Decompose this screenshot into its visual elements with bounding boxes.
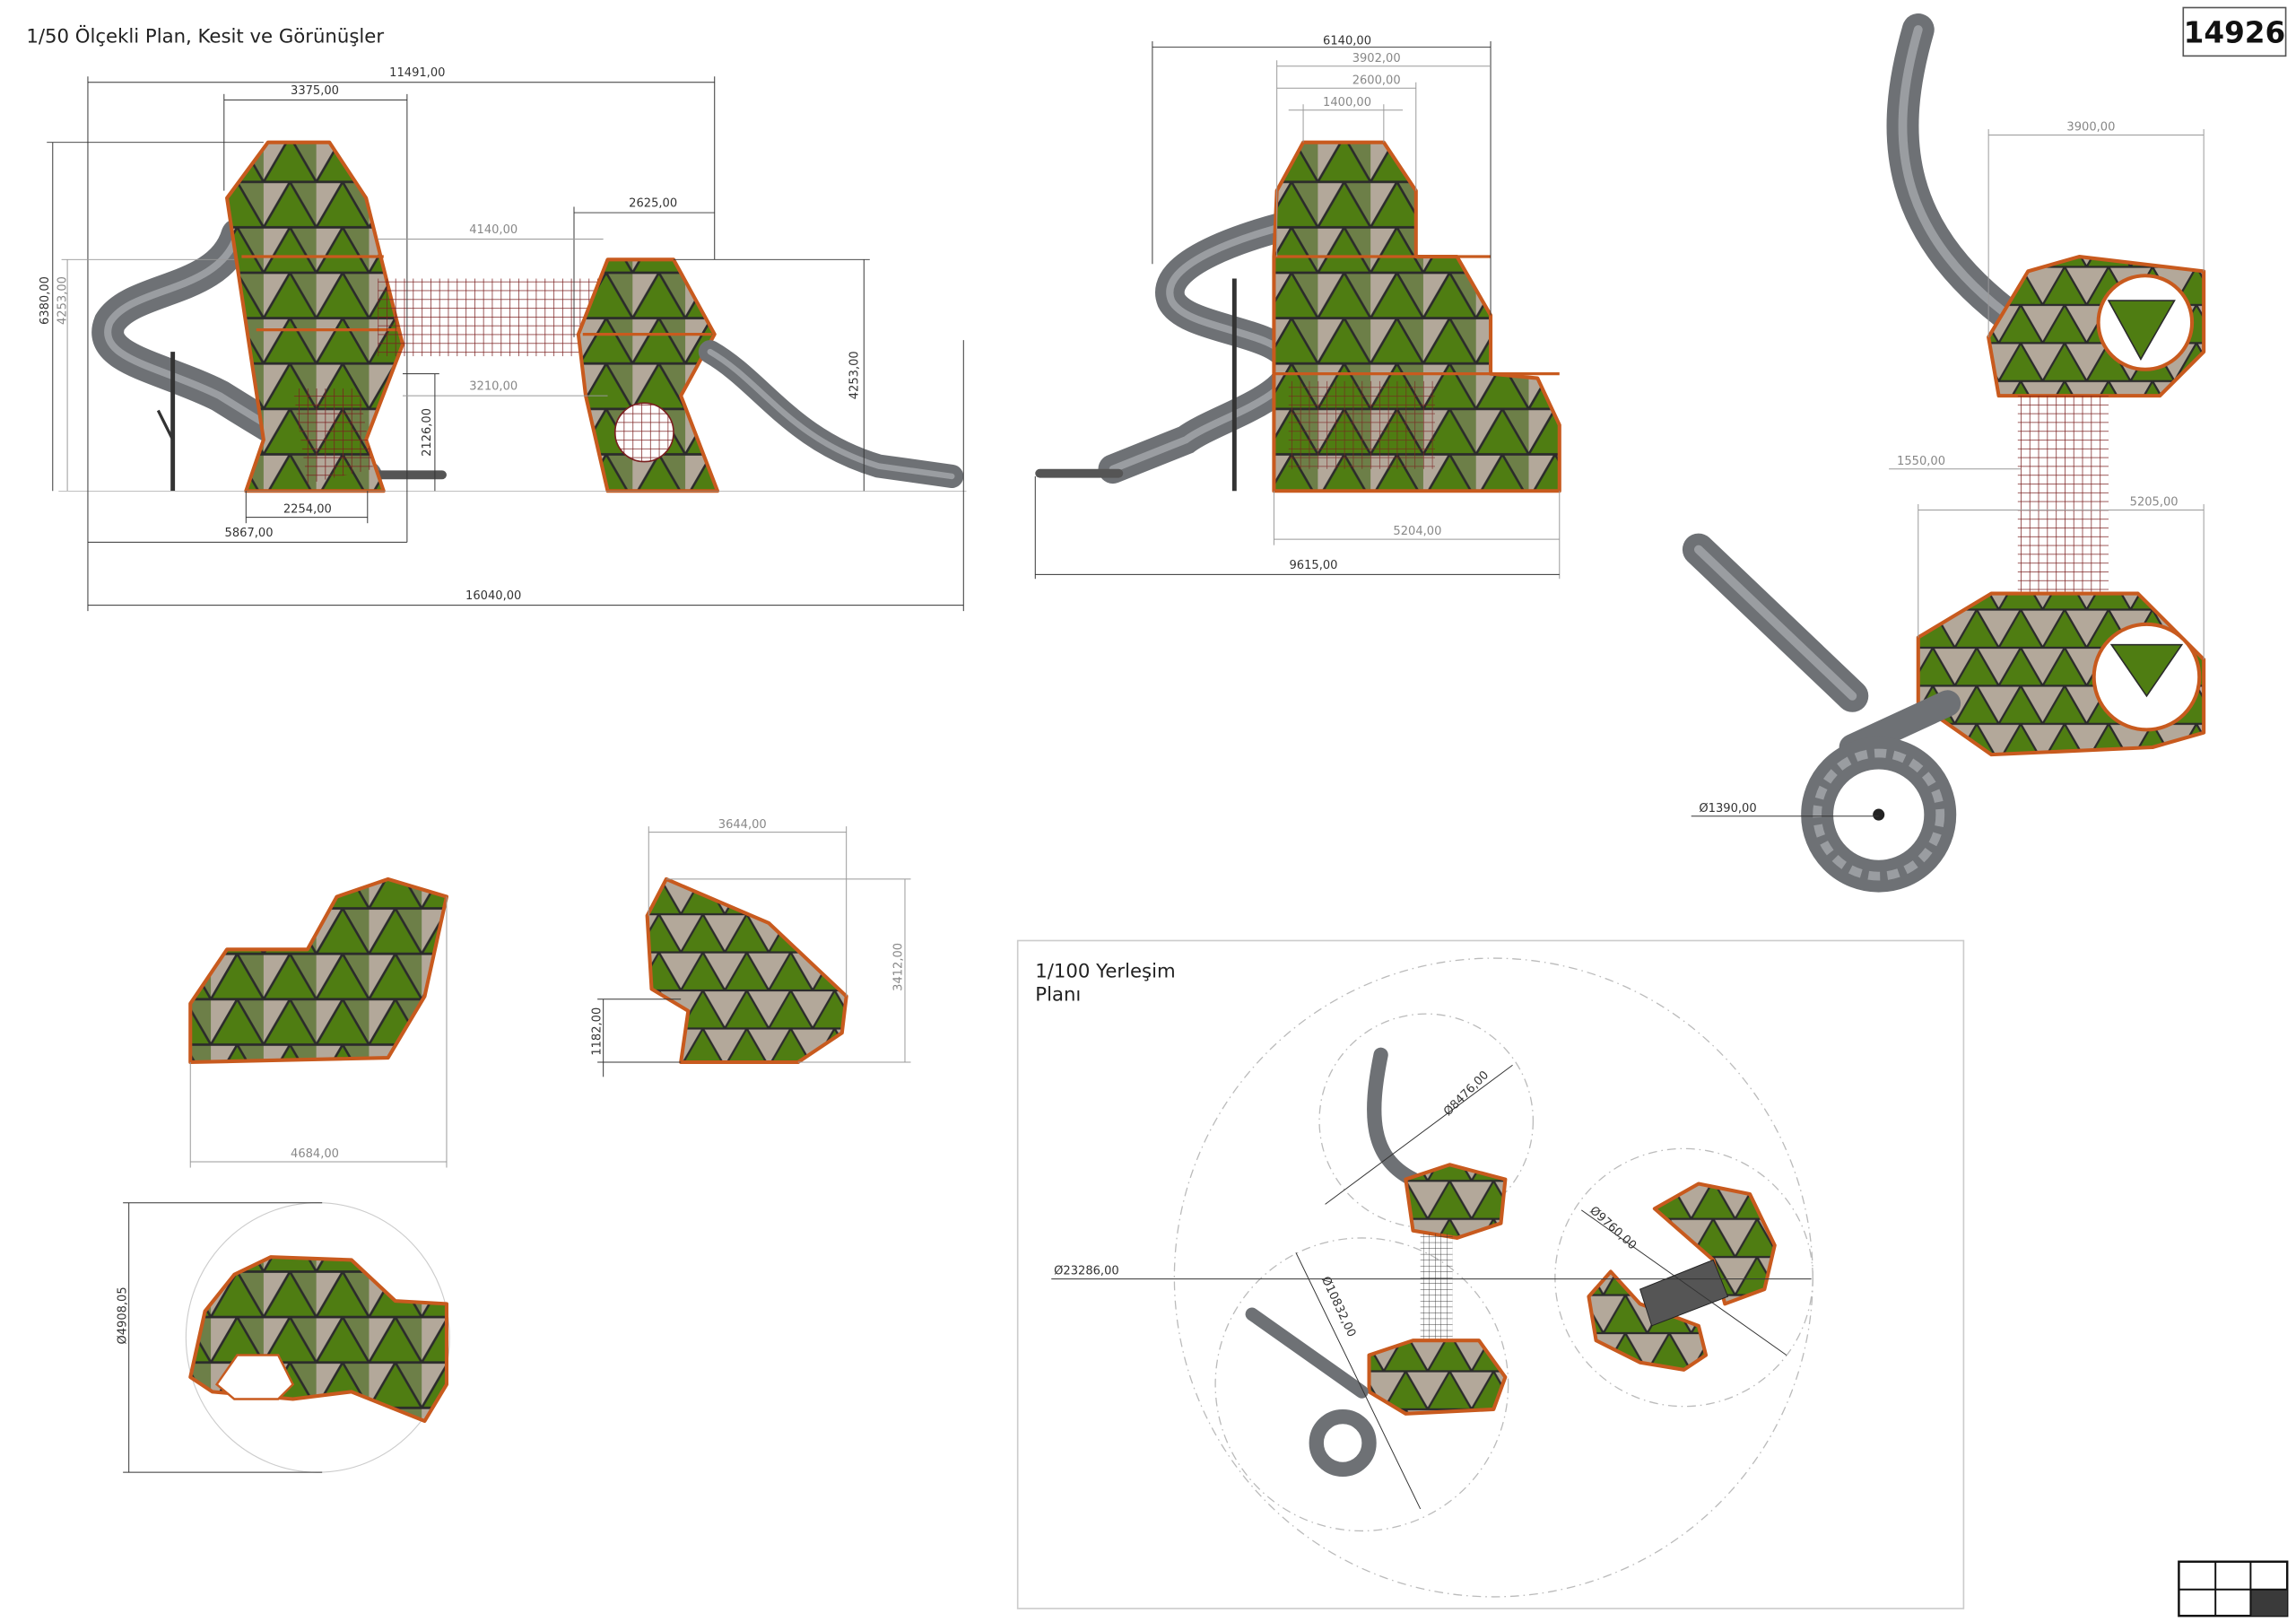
- sheet-title: 1/50 Ölçekli Plan, Kesit ve Görünüşler: [26, 25, 384, 48]
- dimension-23286: Ø23286,00: [1051, 1265, 1812, 1280]
- side-view: 3644,00 3412,00 1182,00: [590, 818, 911, 1077]
- svg-text:1550,00: 1550,00: [1897, 455, 1945, 468]
- site-plan-title-line2: Planı: [1035, 983, 1081, 1006]
- svg-text:3644,00: 3644,00: [718, 818, 767, 832]
- climbing-net: [292, 388, 374, 484]
- svg-text:Ø4908,05: Ø4908,05: [116, 1286, 129, 1344]
- dimension-3210: 3210,00: [402, 380, 608, 397]
- net-bridge: [378, 278, 604, 357]
- svg-text:1400,00: 1400,00: [1323, 96, 1371, 109]
- dimension-4908: Ø4908,05: [116, 1202, 323, 1473]
- svg-text:Ø10832,00: Ø10832,00: [1318, 1275, 1358, 1339]
- spider-net: [614, 403, 674, 462]
- svg-text:1182,00: 1182,00: [590, 1007, 604, 1056]
- mini-pod-c2: [1587, 1269, 1709, 1372]
- svg-text:5867,00: 5867,00: [225, 527, 274, 540]
- drawing-number-box: 14926: [2182, 6, 2287, 57]
- dimension-2126: 2126,00: [402, 373, 439, 492]
- curved-slide: [1886, 13, 2045, 346]
- dimension-4140: 4140,00: [378, 223, 604, 240]
- svg-text:Ø8476,00: Ø8476,00: [1441, 1068, 1492, 1119]
- svg-text:Ø1390,00: Ø1390,00: [1699, 802, 1756, 815]
- dimension-5867: 5867,00: [87, 527, 407, 543]
- svg-text:2126,00: 2126,00: [421, 408, 434, 457]
- mini-lower-pod: [1367, 1339, 1508, 1416]
- site-plan-frame: [1016, 939, 1965, 1609]
- bottom-module: [188, 1255, 448, 1424]
- svg-text:4684,00: 4684,00: [291, 1147, 339, 1161]
- slide-exit: [366, 470, 447, 480]
- mini-spiral: [1309, 1408, 1377, 1478]
- dimension-2625: 2625,00: [573, 197, 715, 337]
- safety-zone-a: [1318, 1013, 1535, 1229]
- drawing-number: 14926: [2184, 16, 2286, 50]
- side-module: [645, 876, 848, 1065]
- safety-zone-c: [1554, 1147, 1813, 1408]
- svg-text:2254,00: 2254,00: [283, 503, 332, 517]
- dimension-6140: 6140,00: [1152, 34, 1492, 316]
- svg-text:3412,00: 3412,00: [892, 943, 906, 991]
- dimension-11491: 11491,00: [87, 66, 716, 492]
- svg-text:3210,00: 3210,00: [469, 380, 517, 394]
- plan-view: 3900,00 1550,00 5205,00 Ø1390,00: [1682, 13, 2206, 893]
- mini-bridge: [1639, 1259, 1729, 1327]
- dimension-6380: 6380,00: [39, 142, 264, 492]
- svg-text:3375,00: 3375,00: [291, 84, 339, 98]
- dimension-5205: 5205,00: [1918, 496, 2205, 660]
- straight-slide: [698, 340, 964, 488]
- dimension-4253-left: 4253,00: [56, 258, 235, 492]
- svg-text:3902,00: 3902,00: [1352, 52, 1401, 65]
- dimension-1400: 1400,00: [1288, 96, 1404, 143]
- svg-text:4140,00: 4140,00: [469, 223, 517, 237]
- dimension-2600: 2600,00: [1276, 74, 1417, 191]
- svg-text:2600,00: 2600,00: [1352, 74, 1401, 87]
- dimension-4684: 4684,00: [189, 896, 448, 1168]
- dimension-5204: 5204,00: [1273, 491, 1561, 580]
- svg-text:4253,00: 4253,00: [848, 351, 862, 399]
- svg-text:2625,00: 2625,00: [629, 197, 677, 211]
- dimension-3412: 3412,00: [665, 878, 911, 1063]
- svg-text:Ø9760,00: Ø9760,00: [1587, 1204, 1639, 1252]
- dimension-3644: 3644,00: [648, 818, 848, 997]
- svg-text:11491,00: 11491,00: [389, 66, 445, 80]
- site-plan: 1/100 Yerleşim Planı Ø23286,00 Ø8476,00 …: [1016, 939, 1965, 1609]
- dimension-16040: 16040,00: [87, 340, 964, 612]
- front-elevation: 11491,00 3375,00 2625,00 4140,00 3210,00…: [39, 66, 967, 612]
- svg-text:Ø23286,00: Ø23286,00: [1054, 1265, 1119, 1278]
- svg-text:5205,00: 5205,00: [2130, 496, 2179, 510]
- dimension-9615: 9615,00: [1034, 475, 1560, 580]
- dimension-4253-right: 4253,00: [674, 258, 870, 492]
- bottom-view: Ø4908,05: [116, 1202, 450, 1473]
- dimension-3900: 3900,00: [1987, 121, 2205, 337]
- side-elevation: 6140,00 3902,00 2600,00 1400,00 5204,00 …: [1034, 34, 1561, 580]
- isometric-view: 4684,00: [188, 876, 448, 1168]
- svg-text:16040,00: 16040,00: [465, 589, 521, 603]
- svg-text:9615,00: 9615,00: [1290, 559, 1338, 572]
- dimension-1390: Ø1390,00: [1691, 802, 1879, 817]
- net-tunnel: [2017, 396, 2109, 601]
- svg-text:6140,00: 6140,00: [1323, 34, 1371, 48]
- isometric-module: [188, 876, 448, 1065]
- dimension-3902: 3902,00: [1276, 52, 1492, 257]
- svg-text:3900,00: 3900,00: [2066, 121, 2115, 135]
- site-plan-title-line1: 1/100 Yerleşim: [1035, 960, 1175, 982]
- dimension-3375: 3375,00: [223, 84, 408, 543]
- svg-text:5204,00: 5204,00: [1393, 525, 1441, 538]
- dimension-1550: 1550,00: [1889, 455, 2022, 470]
- safety-zone-b: [1214, 1237, 1509, 1532]
- svg-text:4253,00: 4253,00: [56, 276, 69, 325]
- sheet-index-grid: [2178, 1560, 2289, 1618]
- dimension-2254: 2254,00: [245, 491, 369, 524]
- mini-upper-pod: [1404, 1163, 1508, 1240]
- svg-text:6380,00: 6380,00: [39, 276, 52, 325]
- mini-slide: [1367, 1047, 1421, 1187]
- dimension-1182: 1182,00: [590, 998, 682, 1077]
